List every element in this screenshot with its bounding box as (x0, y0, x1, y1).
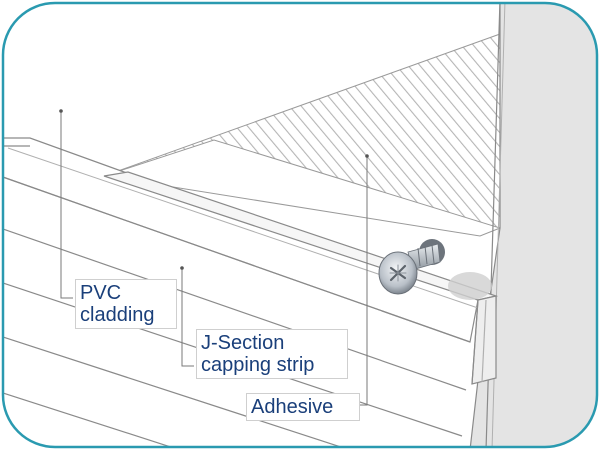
label-pvc-cladding: PVC cladding (75, 279, 177, 329)
label-j-section-capping-strip: J-Section capping strip (196, 329, 348, 379)
screw-shadow (448, 272, 492, 300)
label-adhesive: Adhesive (246, 393, 360, 421)
screw-icon (378, 239, 445, 295)
leader-dots (59, 109, 369, 270)
wall-surface (469, 3, 597, 447)
pvc-cladding-boards (3, 137, 479, 447)
